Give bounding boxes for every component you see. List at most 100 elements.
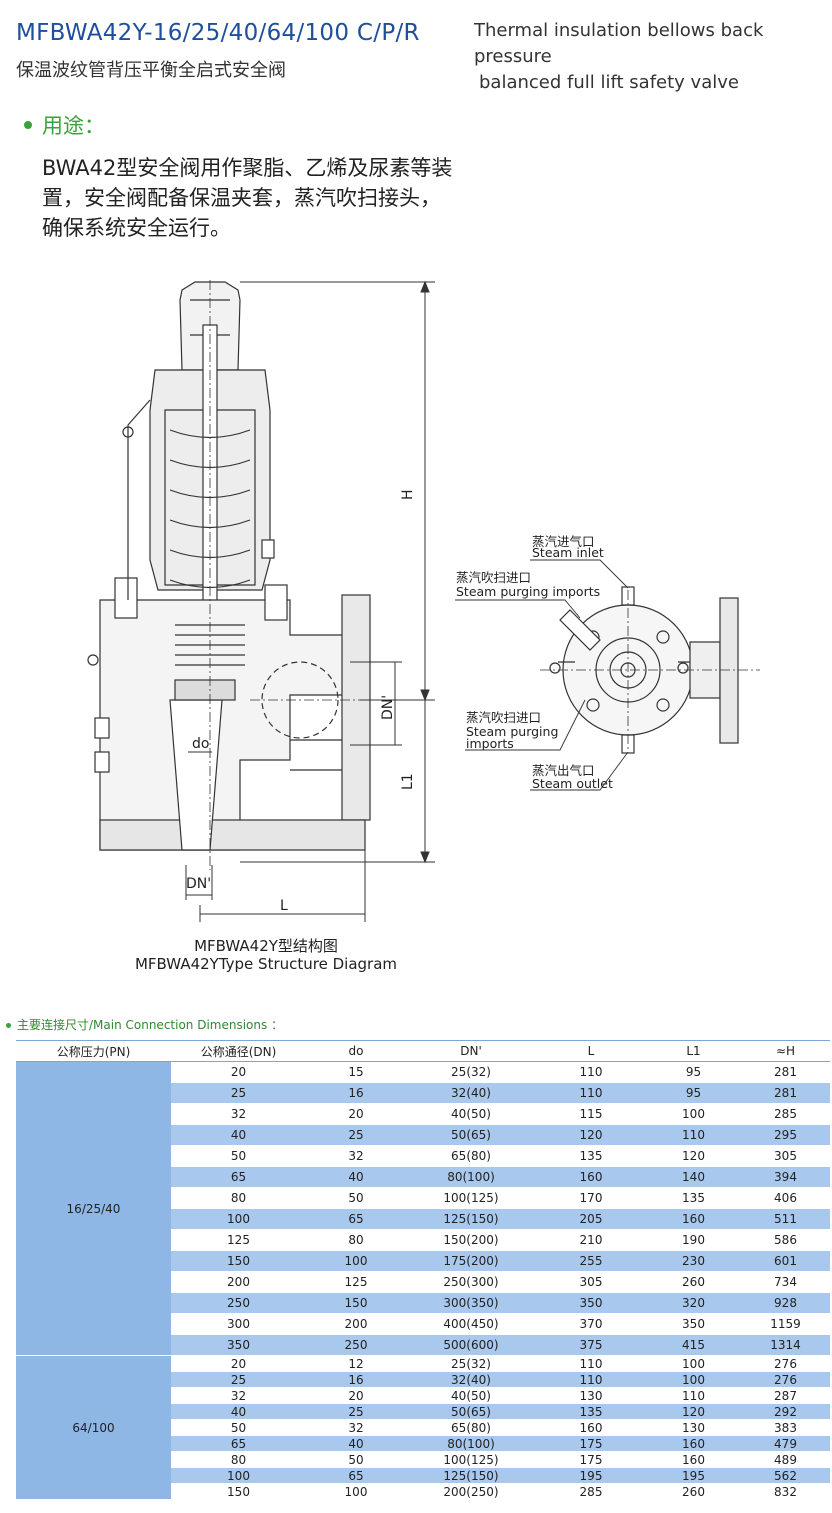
table-cell: 479 xyxy=(741,1435,830,1452)
product-model-title: MFBWA42Y-16/25/40/64/100 C/P/R xyxy=(16,20,420,46)
purge2-en-1: Steam purging xyxy=(466,724,558,739)
table-cell: 320 xyxy=(646,1292,741,1314)
table-cell: 230 xyxy=(646,1250,741,1272)
label-H: H xyxy=(400,489,416,500)
table-cell: 500(600) xyxy=(406,1334,536,1356)
purge2-cn: 蒸汽吹扫进口 xyxy=(466,710,541,725)
table-cell: 40 xyxy=(306,1166,406,1188)
table-cell: 25 xyxy=(171,1371,306,1388)
column-header: do xyxy=(306,1040,406,1062)
pressure-class-cell: 64/100 xyxy=(16,1355,171,1500)
outlet-en: Steam outlet xyxy=(532,776,613,791)
product-name-en-line2: balanced full lift safety valve xyxy=(479,72,739,93)
table-cell: 80(100) xyxy=(406,1435,536,1452)
column-header: 公称压力(PN) xyxy=(16,1040,171,1062)
product-name-en: Thermal insulation bellows back pressure… xyxy=(474,18,830,96)
table-cell: 250 xyxy=(171,1292,306,1314)
table-cell: 120 xyxy=(646,1403,741,1420)
table-cell: 110 xyxy=(646,1124,741,1146)
table-cell: 190 xyxy=(646,1229,741,1251)
table-cell: 100 xyxy=(646,1103,741,1125)
bullet-icon xyxy=(24,121,32,129)
table-cell: 40 xyxy=(171,1124,306,1146)
label-dn-bottom: DN' xyxy=(186,876,211,892)
table-cell: 250(300) xyxy=(406,1271,536,1293)
table-cell: 125 xyxy=(171,1229,306,1251)
table-cell: 287 xyxy=(741,1387,830,1404)
table-cell: 175 xyxy=(536,1451,646,1468)
table-cell: 135 xyxy=(536,1403,646,1420)
outlet-cn: 蒸汽出气口 xyxy=(532,763,595,778)
table-cell: 50(65) xyxy=(406,1403,536,1420)
table-cell: 80(100) xyxy=(406,1166,536,1188)
table-cell: 160 xyxy=(646,1435,741,1452)
table-cell: 25 xyxy=(171,1082,306,1104)
table-cell: 250 xyxy=(306,1334,406,1356)
usage-line: BWA42型安全阀用作聚脂、乙烯及尿素等装 xyxy=(42,156,453,180)
table-cell: 20 xyxy=(306,1103,406,1125)
purge1-cn: 蒸汽吹扫进口 xyxy=(456,570,531,585)
table-cell: 120 xyxy=(536,1124,646,1146)
table-cell: 210 xyxy=(536,1229,646,1251)
table-cell: 400(450) xyxy=(406,1313,536,1335)
bullet-icon xyxy=(6,1023,11,1028)
table-cell: 50 xyxy=(306,1187,406,1209)
table-cell: 130 xyxy=(646,1419,741,1436)
table-cell: 16 xyxy=(306,1082,406,1104)
table-cell: 125(150) xyxy=(406,1467,536,1484)
table-cell: 95 xyxy=(646,1061,741,1083)
table-cell: 489 xyxy=(741,1451,830,1468)
table-cell: 200(250) xyxy=(406,1483,536,1500)
table-cell: 350 xyxy=(171,1334,306,1356)
label-dn-side: DN' xyxy=(380,695,396,720)
column-header: DN' xyxy=(406,1040,536,1062)
label-L: L xyxy=(280,898,288,914)
table-cell: 300 xyxy=(171,1313,306,1335)
table-cell: 255 xyxy=(536,1250,646,1272)
table-cell: 200 xyxy=(306,1313,406,1335)
dimensions-table: 公称压力(PN) 公称通径(DN) do DN' L L1 ≈H 16/25/4… xyxy=(16,1040,830,1500)
pressure-class-cell: 16/25/40 xyxy=(16,1061,171,1356)
product-name-en-line1: Thermal insulation bellows back pressure xyxy=(474,20,764,67)
table-cell: 80 xyxy=(171,1451,306,1468)
column-header: 公称通径(DN) xyxy=(171,1040,306,1062)
table-cell: 115 xyxy=(536,1103,646,1125)
table-cell: 928 xyxy=(741,1292,830,1314)
table-cell: 200 xyxy=(171,1271,306,1293)
table-cell: 32 xyxy=(171,1103,306,1125)
purge2-en-2: imports xyxy=(466,736,514,751)
table-cell: 135 xyxy=(646,1187,741,1209)
table-cell: 150 xyxy=(306,1292,406,1314)
table-cell: 50 xyxy=(171,1145,306,1167)
table-cell: 1314 xyxy=(741,1334,830,1356)
table-cell: 285 xyxy=(536,1483,646,1500)
table-cell: 375 xyxy=(536,1334,646,1356)
table-cell: 305 xyxy=(536,1271,646,1293)
usage-line: 确保系统安全运行。 xyxy=(42,216,231,240)
table-cell: 125 xyxy=(306,1271,406,1293)
table-cell: 110 xyxy=(646,1387,741,1404)
table-cell: 20 xyxy=(306,1387,406,1404)
table-cell: 32 xyxy=(171,1387,306,1404)
callout-labels: 蒸汽进气口 Steam inlet 蒸汽吹扫进口 Steam purging i… xyxy=(456,534,613,791)
table-cell: 65(80) xyxy=(406,1419,536,1436)
diagram-caption-cn: MFBWA42Y型结构图 xyxy=(194,937,338,955)
table-cell: 295 xyxy=(741,1124,830,1146)
usage-heading: 用途： xyxy=(24,110,105,140)
table-cell: 150 xyxy=(171,1483,306,1500)
table-cell: 160 xyxy=(536,1166,646,1188)
column-header: L xyxy=(536,1040,646,1062)
table-cell: 65(80) xyxy=(406,1145,536,1167)
table-cell: 20 xyxy=(171,1355,306,1372)
